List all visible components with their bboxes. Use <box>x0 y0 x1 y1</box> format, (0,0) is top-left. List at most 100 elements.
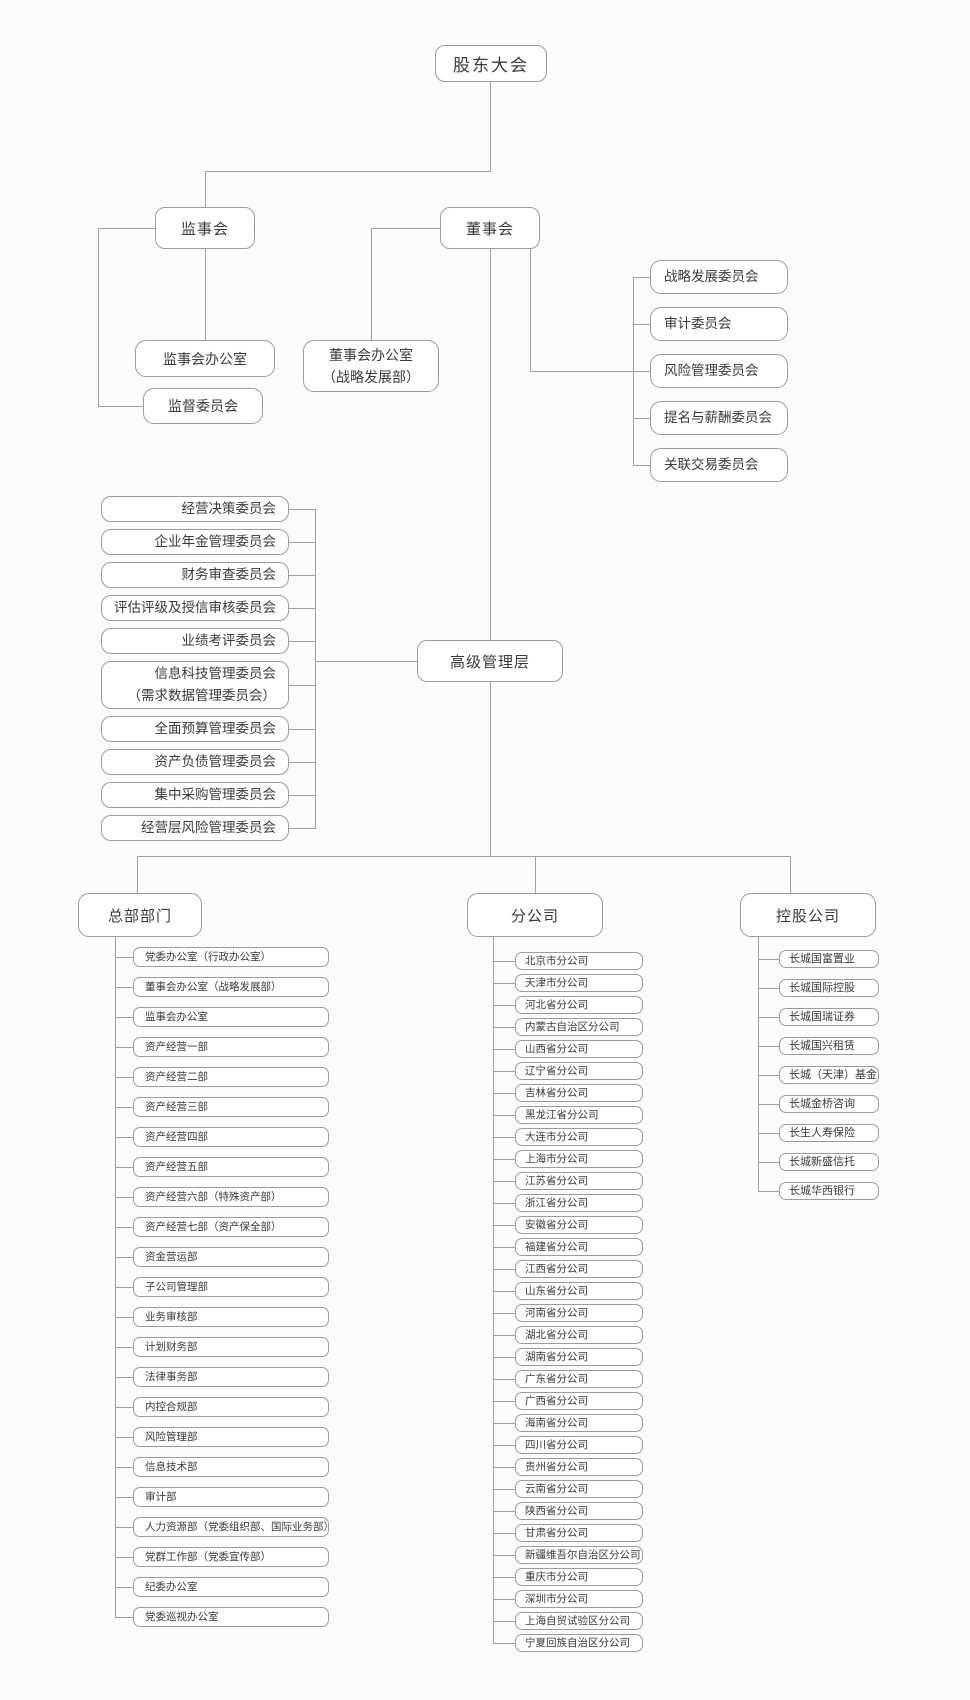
org-node-branch-company: 福建省分公司 <box>515 1238 643 1256</box>
connector-line <box>493 1247 515 1248</box>
org-node-holding-company: 长城新盛信托 <box>779 1153 879 1171</box>
connector-line <box>98 228 155 229</box>
connector-line <box>289 575 315 576</box>
connector-line <box>289 795 315 796</box>
org-node-holding-company: 长生人寿保险 <box>779 1124 879 1142</box>
connector-line <box>493 1115 515 1116</box>
connector-line <box>371 228 372 340</box>
org-node-branch-company: 云南省分公司 <box>515 1480 643 1498</box>
connector-line <box>493 1533 515 1534</box>
connector-line <box>493 1291 515 1292</box>
org-node-hq-department: 资产经营三部 <box>133 1097 329 1117</box>
connector-line <box>493 961 515 962</box>
connector-line <box>493 1643 515 1644</box>
org-node-branch-company: 甘肃省分公司 <box>515 1524 643 1542</box>
org-node-branch-company: 湖南省分公司 <box>515 1348 643 1366</box>
connector-line <box>115 1107 133 1108</box>
connector-line <box>493 1335 515 1336</box>
org-node-branch-company: 河北省分公司 <box>515 996 643 1014</box>
connector-line <box>315 509 316 829</box>
connector-line <box>98 228 99 407</box>
connector-line <box>633 371 650 372</box>
org-node-hq-department: 党委巡视办公室 <box>133 1607 329 1627</box>
org-node-hq-department: 信息技术部 <box>133 1457 329 1477</box>
connector-line <box>758 1162 779 1163</box>
connector-line <box>205 171 206 207</box>
org-node-management-committee: 集中采购管理委员会 <box>101 782 289 808</box>
connector-line <box>115 1227 133 1228</box>
connector-line <box>633 324 650 325</box>
connector-line <box>758 1133 779 1134</box>
org-node-label: 控股公司 <box>775 907 840 925</box>
org-node-holding-company: 长城国瑞证券 <box>779 1008 879 1026</box>
connector-line <box>493 1159 515 1160</box>
org-node-hq-department: 资产经营一部 <box>133 1037 329 1057</box>
org-node-branch-company: 湖北省分公司 <box>515 1326 643 1344</box>
org-node-board-committee: 审计委员会 <box>650 307 788 341</box>
connector-line <box>115 1557 133 1558</box>
connector-line <box>633 418 650 419</box>
connector-line <box>493 1489 515 1490</box>
connector-line <box>115 1167 133 1168</box>
connector-line <box>115 1497 133 1498</box>
org-node-senior-management: 高级管理层 <box>417 640 563 682</box>
connector-line <box>493 1225 515 1226</box>
org-node-hq-department: 计划财务部 <box>133 1337 329 1357</box>
org-node-branch-company: 大连市分公司 <box>515 1128 643 1146</box>
org-node-branch-company: 江苏省分公司 <box>515 1172 643 1190</box>
connector-line <box>493 1027 515 1028</box>
org-node-management-committee: 经营决策委员会 <box>101 496 289 522</box>
connector-line <box>493 1093 515 1094</box>
org-node-holding-company: 长城国际控股 <box>779 979 879 997</box>
connector-line <box>493 1071 515 1072</box>
org-node-holding-company: 长城（天津）基金 <box>779 1066 879 1084</box>
org-node-branch-company: 上海自贸试验区分公司 <box>515 1612 643 1630</box>
connector-line <box>493 1137 515 1138</box>
connector-line <box>758 1075 779 1076</box>
connector-line <box>115 1017 133 1018</box>
connector-line <box>115 987 133 988</box>
connector-line <box>115 1077 133 1078</box>
org-node-management-committee: 全面预算管理委员会 <box>101 716 289 742</box>
connector-line <box>98 406 143 407</box>
org-node-board-of-directors: 董事会 <box>440 207 540 249</box>
org-node-branch-company: 广东省分公司 <box>515 1370 643 1388</box>
org-node-hq-department: 人力资源部（党委组织部、国际业务部） <box>133 1517 334 1537</box>
connector-line <box>493 1269 515 1270</box>
connector-line <box>493 1511 515 1512</box>
org-node-hq-department: 审计部 <box>133 1487 329 1507</box>
org-node-holdings-header: 控股公司 <box>740 893 876 937</box>
connector-line <box>289 828 315 829</box>
org-node-board-committee: 风险管理委员会 <box>650 354 788 388</box>
org-node-hq-department: 党群工作部（党委宣传部） <box>133 1547 329 1567</box>
org-node-branch-company: 辽宁省分公司 <box>515 1062 643 1080</box>
org-node-hq-department: 风险管理部 <box>133 1427 329 1447</box>
connector-line <box>493 1577 515 1578</box>
org-node-management-committee: 资产负债管理委员会 <box>101 749 289 775</box>
connector-line <box>289 762 315 763</box>
org-node-branch-company: 陕西省分公司 <box>515 1502 643 1520</box>
connector-line <box>535 856 536 893</box>
connector-line <box>115 937 116 1617</box>
connector-line <box>137 856 138 893</box>
org-node-management-committee: 经营层风险管理委员会 <box>101 815 289 841</box>
connector-line <box>490 682 491 856</box>
connector-line <box>137 856 791 857</box>
connector-line <box>289 608 315 609</box>
org-node-label-line2: （战略发展部） <box>322 369 420 385</box>
connector-line <box>493 1181 515 1182</box>
connector-line <box>115 1467 133 1468</box>
connector-line <box>758 937 759 1191</box>
org-node-branch-company: 天津市分公司 <box>515 974 643 992</box>
org-node-branch-company: 内蒙古自治区分公司 <box>515 1018 643 1036</box>
connector-line <box>493 1049 515 1050</box>
org-node-hq-department: 监事会办公室 <box>133 1007 329 1027</box>
connector-line <box>115 1437 133 1438</box>
org-node-board-office: 董事会办公室 （战略发展部） <box>303 340 439 392</box>
org-node-holding-company: 长城华西银行 <box>779 1182 879 1200</box>
connector-line <box>493 1313 515 1314</box>
org-node-branch-company: 山东省分公司 <box>515 1282 643 1300</box>
org-node-hq-department: 董事会办公室（战略发展部） <box>133 977 329 997</box>
connector-line <box>115 1377 133 1378</box>
